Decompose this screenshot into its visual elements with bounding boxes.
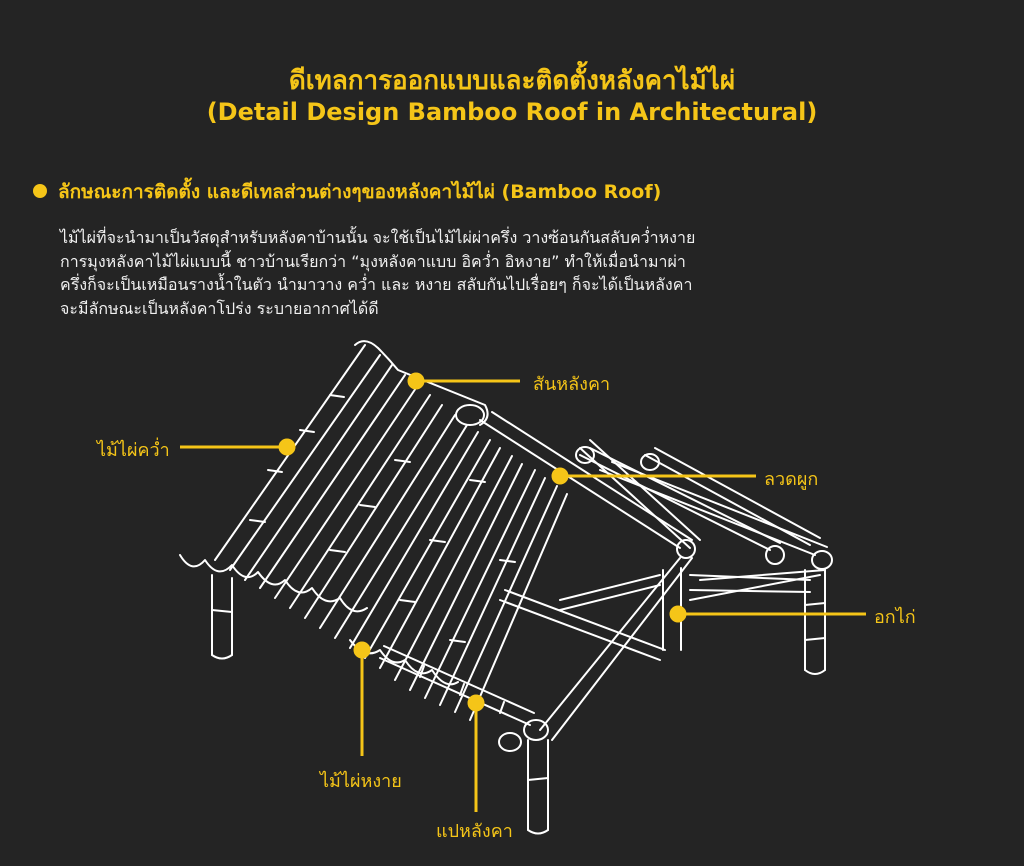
label-inverted-bamboo: ไม้ไผ่คว่ำ [97, 440, 170, 461]
front-right-post [527, 739, 549, 835]
front-left-post [211, 574, 233, 660]
label-upturned-bamboo: ไม้ไผ่หงาย [320, 771, 402, 792]
bullet-dot [33, 184, 47, 198]
label-batten: ลวดผูก [764, 469, 819, 490]
dot-upturned [353, 641, 371, 659]
paragraph-line: จะมีลักษณะเป็นหลังคาโปร่ง ระบายอากาศได้ด… [60, 298, 379, 318]
purlin-beam [379, 645, 549, 752]
page-title-english: (Detail Design Bamboo Roof in Architectu… [206, 98, 818, 126]
dot-ridge-post [669, 605, 687, 623]
paragraph-line: ครึ่งก็จะเป็นเหมือนรางน้ำในตัว นำมาวาง ค… [60, 275, 693, 294]
dot-ridge [407, 372, 425, 390]
label-ridge-post: อกไก่ [874, 607, 916, 628]
leader-lines [180, 372, 866, 812]
roof-slats [179, 340, 568, 721]
cross-braces [499, 574, 666, 661]
paragraph-line: การมุงหลังคาไม้ไผ่แบบนี้ ชาวบ้านเรียกว่า… [60, 251, 686, 271]
right-poles [575, 439, 821, 549]
description-paragraph: ไม้ไผ่ที่จะนำมาเป็นวัสดุสำหรับหลังคาบ้าน… [60, 226, 820, 320]
dot-batten [551, 467, 569, 485]
dot-inverted [278, 438, 296, 456]
paragraph-line: ไม้ไผ่ที่จะนำมาเป็นวัสดุสำหรับหลังคาบ้าน… [60, 228, 696, 247]
section-heading: ลักษณะการติดตั้ง และดีเทลส่วนต่างๆของหลั… [58, 181, 662, 203]
back-right-post [804, 569, 826, 675]
label-purlin: แปหลังคา [436, 821, 513, 842]
label-ridge: สันหลังคา [533, 374, 611, 395]
page-title-thai: ดีเทลการออกแบบและติดตั้งหลังคาไม้ไผ่ [288, 66, 736, 96]
dot-purlin [467, 694, 485, 712]
